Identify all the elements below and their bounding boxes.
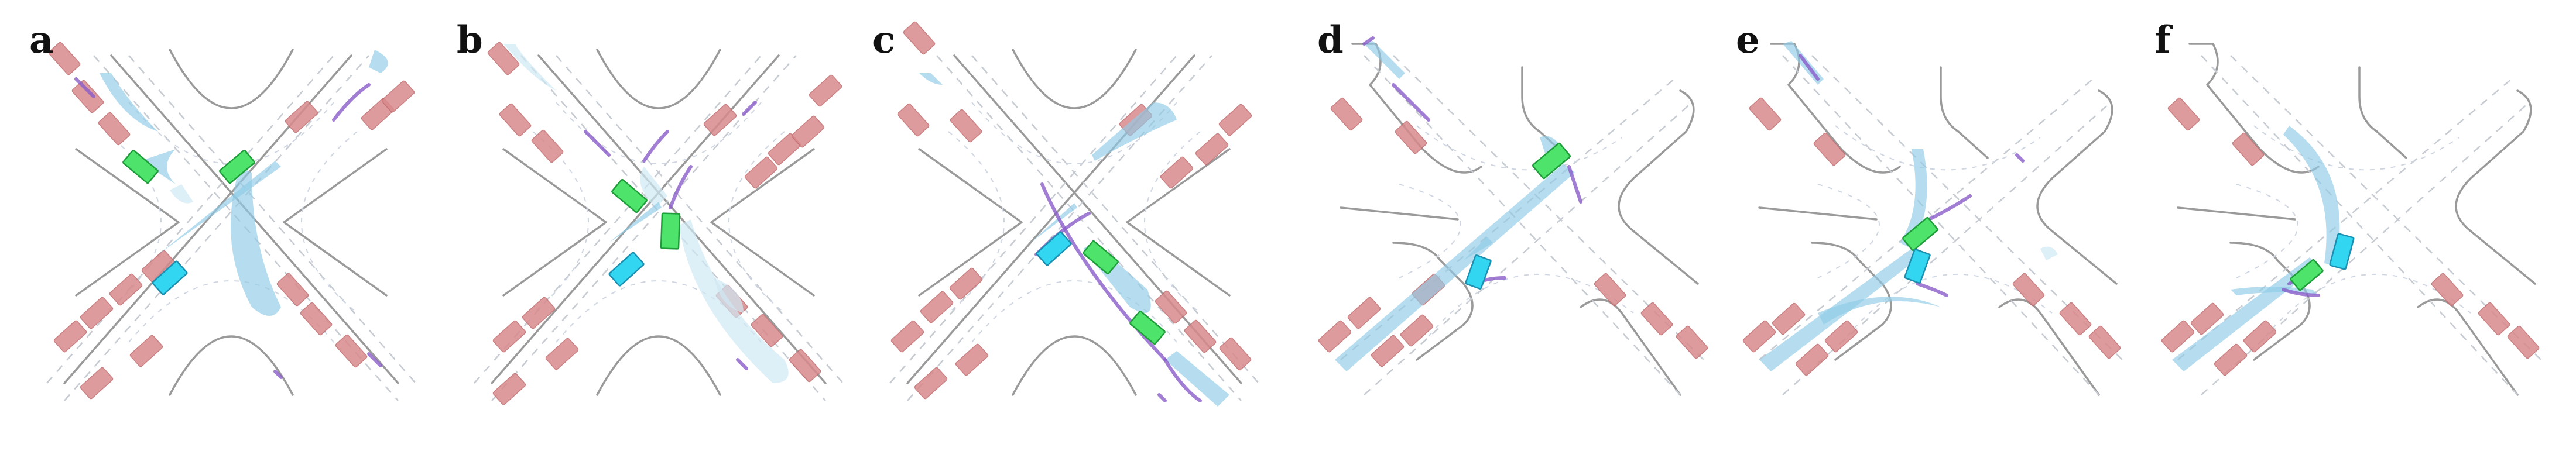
agent-vehicles xyxy=(1465,254,1492,290)
trajectories xyxy=(1362,36,1582,285)
trajectories xyxy=(584,101,757,370)
prediction-plumes xyxy=(503,44,789,383)
ego-vehicles xyxy=(122,149,255,184)
ego-vehicles xyxy=(611,178,681,250)
panel-label-f: f xyxy=(2154,18,2173,62)
agent-vehicles xyxy=(2329,233,2355,270)
panel-f: f xyxy=(2154,18,2542,396)
prediction-plumes xyxy=(100,50,388,316)
panel-label-e: e xyxy=(1736,18,1760,62)
ego-vehicles xyxy=(1902,216,1938,252)
panel-label-d: d xyxy=(1317,18,1344,62)
panel-b: b xyxy=(457,18,844,406)
panel-label-c: c xyxy=(872,18,895,62)
agent-vehicles xyxy=(1904,249,1931,284)
agent-vehicles xyxy=(608,252,645,287)
ego-vehicles xyxy=(1532,142,1571,180)
agent-vehicles xyxy=(1036,231,1072,266)
panel-label-b: b xyxy=(457,18,483,62)
panel-label-a: a xyxy=(29,18,53,62)
prediction-plumes xyxy=(1335,41,1575,371)
panel-e: e xyxy=(1736,18,2123,396)
agent-vehicles xyxy=(152,260,188,295)
panel-d: d xyxy=(1317,18,1709,396)
prediction-plumes xyxy=(1759,41,2058,371)
ego-vehicles xyxy=(1083,240,1166,345)
panel-a: a xyxy=(29,18,417,402)
trajectories xyxy=(1799,54,2025,297)
trajectories xyxy=(74,77,382,379)
panel-c: c xyxy=(872,18,1260,407)
ego-vehicles xyxy=(2290,259,2324,291)
